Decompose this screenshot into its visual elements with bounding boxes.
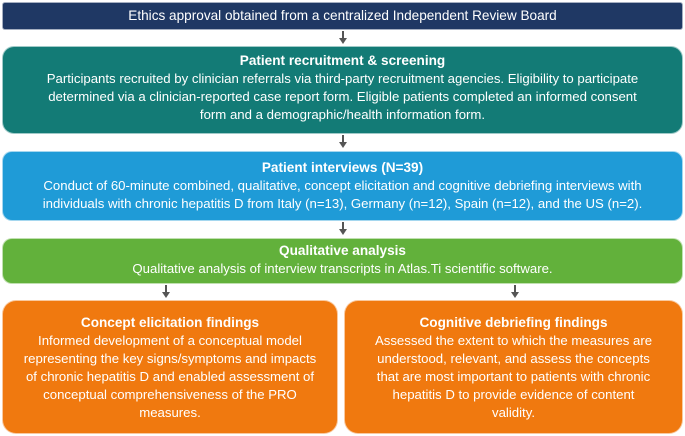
arrow-down-icon [510, 285, 520, 299]
patient-interviews-body: Conduct of 60-minute combined, qualitati… [42, 178, 643, 211]
concept-elicitation-title: Concept elicitation findings [80, 315, 260, 330]
ethics-approval-text: Ethics approval obtained from a centrali… [128, 8, 557, 23]
patient-recruitment-title: Patient recruitment & screening [239, 53, 446, 68]
patient-interviews-title: Patient interviews (N=39) [261, 160, 424, 175]
ethics-approval-box: Ethics approval obtained from a centrali… [2, 2, 683, 30]
patient-interviews-box: Patient interviews (N=39) Conduct of 60-… [2, 151, 683, 221]
cognitive-debriefing-title: Cognitive debriefing findings [419, 315, 608, 330]
cognitive-debriefing-body: Assessed the extent to which the measure… [374, 333, 653, 420]
concept-elicitation-box: Concept elicitation findings Informed de… [2, 300, 338, 434]
arrow-down-icon [338, 31, 348, 45]
concept-elicitation-body: Informed development of a conceptual mod… [23, 333, 317, 420]
arrow-down-icon [338, 135, 348, 149]
arrow-down-icon [338, 222, 348, 236]
arrow-down-icon [161, 285, 171, 299]
patient-recruitment-body: Participants recruited by clinician refe… [46, 71, 639, 122]
qualitative-analysis-title: Qualitative analysis [279, 243, 406, 258]
cognitive-debriefing-box: Cognitive debriefing findings Assessed t… [344, 300, 683, 434]
patient-recruitment-box: Patient recruitment & screening Particip… [2, 46, 683, 134]
qualitative-analysis-box: Qualitative analysis Qualitative analysi… [2, 238, 683, 284]
qualitative-analysis-body: Qualitative analysis of interview transc… [132, 261, 553, 276]
